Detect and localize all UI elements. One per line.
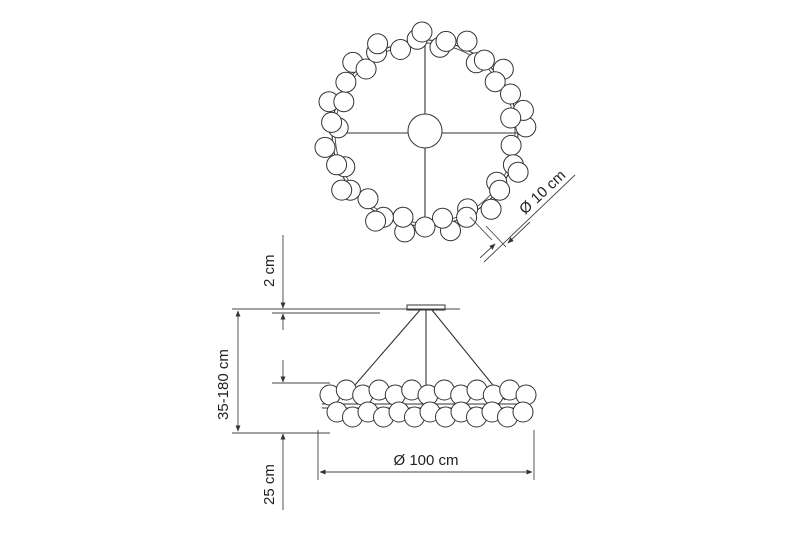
globe xyxy=(357,188,379,210)
drop-height-label: 35-180 cm xyxy=(215,349,232,420)
globe xyxy=(333,91,355,113)
globe-dimension-line xyxy=(483,174,576,263)
globe xyxy=(432,207,453,229)
globe xyxy=(484,71,506,93)
globe xyxy=(367,33,389,55)
globe-arrow-a xyxy=(479,243,496,259)
globe xyxy=(335,71,357,93)
body-height-label: 25 cm xyxy=(261,464,278,505)
globe xyxy=(500,83,521,105)
globe xyxy=(500,107,522,129)
globe xyxy=(414,216,436,238)
globe xyxy=(489,179,511,201)
side-view-globes xyxy=(319,379,537,428)
globe xyxy=(500,134,522,156)
side-view xyxy=(319,304,537,428)
globe xyxy=(365,210,387,232)
canopy-height-label: 2 cm xyxy=(261,254,278,287)
globe xyxy=(456,30,478,52)
globe xyxy=(456,206,478,228)
globe-extension-line-a xyxy=(469,216,493,241)
globe xyxy=(435,30,457,52)
globe-arrow-b xyxy=(507,221,531,244)
vertical-dimensions: 2 cm 35-180 cm 25 cm xyxy=(215,235,380,510)
top-view xyxy=(314,21,537,243)
globe xyxy=(314,136,336,158)
globe xyxy=(331,179,353,201)
globe xyxy=(480,198,502,220)
globe xyxy=(411,21,433,43)
ring-diameter-dimension: Ø 100 cm xyxy=(317,430,535,480)
globe xyxy=(507,161,529,183)
ring-diameter-label: Ø 100 cm xyxy=(393,452,458,469)
globe xyxy=(473,49,495,71)
center-hub xyxy=(407,113,443,149)
globe xyxy=(326,154,348,176)
globe xyxy=(355,58,377,80)
globe xyxy=(512,401,534,423)
globe xyxy=(321,111,343,133)
top-view-globes xyxy=(314,21,537,243)
globe xyxy=(390,39,411,60)
globe xyxy=(392,206,414,228)
globe-extension-line-b xyxy=(485,225,507,248)
